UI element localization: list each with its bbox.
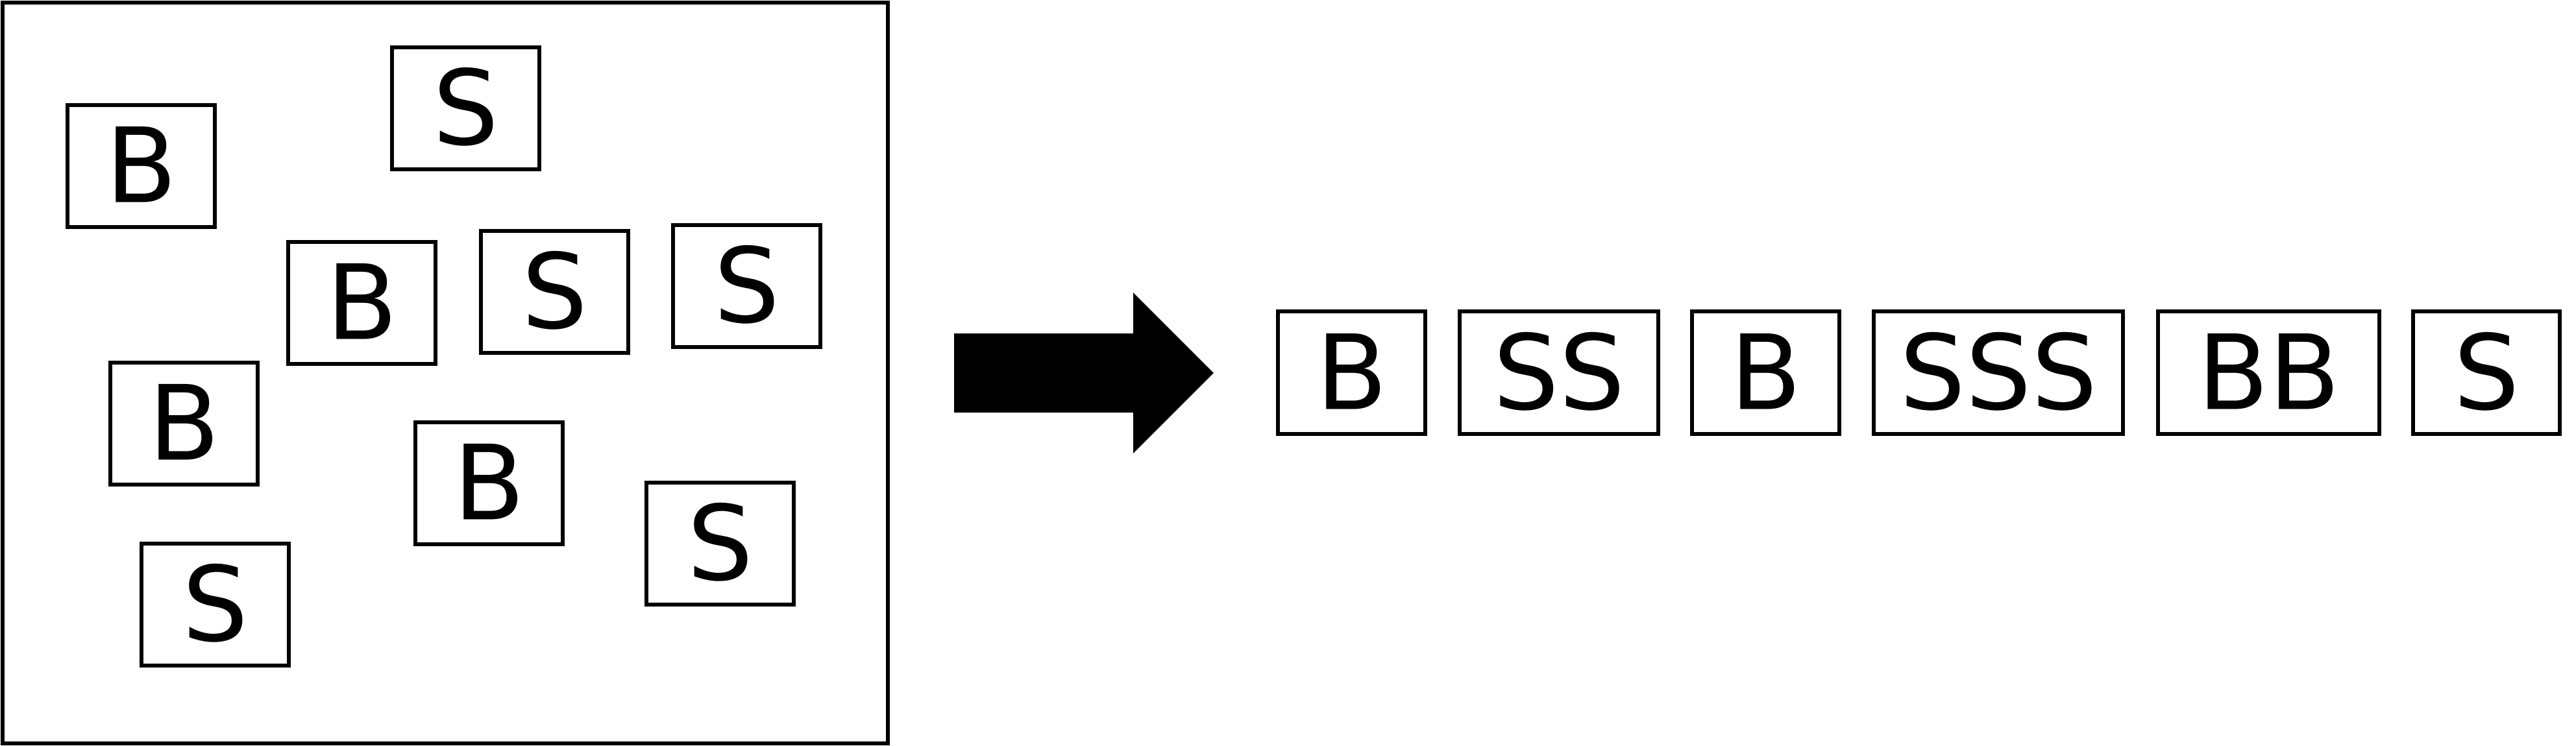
right-arrow-icon	[954, 293, 1214, 453]
tile-letter: S	[522, 232, 588, 353]
tile-letter: B	[106, 106, 177, 227]
group-letters: SS	[1493, 313, 1625, 434]
tile-letter: S	[433, 48, 499, 169]
sorted-group: B	[1690, 309, 1841, 436]
unsorted-tile: S	[479, 229, 630, 355]
unsorted-tile: S	[671, 223, 822, 349]
sorted-group: SSS	[1872, 309, 2125, 436]
group-letters: B	[1730, 313, 1802, 434]
tile-letter: B	[454, 423, 525, 544]
sorted-group: B	[1276, 309, 1427, 436]
unsorted-tile: B	[413, 420, 565, 546]
group-letters: B	[1316, 313, 1388, 434]
tile-letter: S	[714, 226, 780, 347]
unsorted-tile: S	[140, 542, 291, 668]
tile-letter: S	[182, 544, 249, 666]
unsorted-tile: B	[286, 240, 437, 366]
unsorted-tile: S	[644, 481, 796, 607]
group-letters: SSS	[1900, 313, 2098, 434]
sorted-row: B SS B SSS BB S	[1276, 309, 2562, 436]
unsorted-pool: B S B S S B B S	[1, 1, 890, 745]
unsorted-tile: S	[390, 45, 541, 171]
sorted-group: BB	[2156, 309, 2381, 436]
group-letters: BB	[2198, 313, 2340, 434]
sorted-group: SS	[1458, 309, 1660, 436]
tile-letter: S	[687, 483, 754, 605]
unsorted-tile: B	[108, 361, 260, 487]
group-letters: S	[2453, 313, 2520, 434]
tile-letter: B	[149, 363, 220, 485]
unsorted-tile: B	[66, 103, 217, 229]
tile-letter: B	[326, 243, 398, 364]
sorted-group: S	[2411, 309, 2562, 436]
